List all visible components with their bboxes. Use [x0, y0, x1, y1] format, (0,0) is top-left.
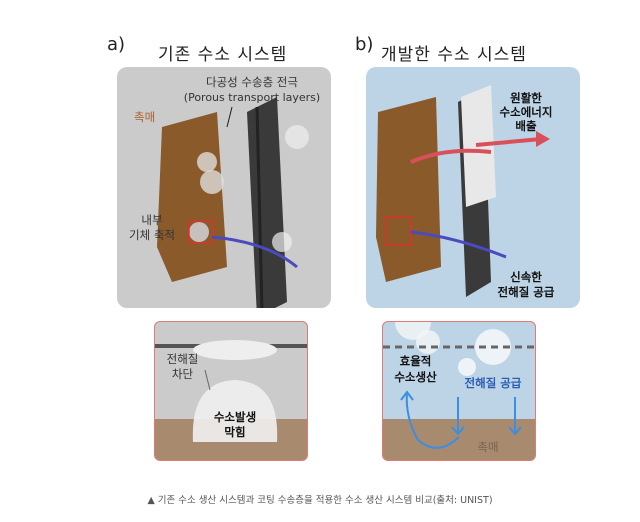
gas-label-2: 기체 축적 [129, 228, 175, 242]
trapped-gas-bubble [189, 222, 209, 242]
detail-b: 효율적 수소생산 전해질 공급 촉매 [382, 321, 536, 461]
block-label-1: 전해질 [166, 352, 199, 366]
block-label-2: 차단 [171, 367, 194, 381]
zoom-box [385, 216, 412, 246]
panel-a-letter: a) [107, 34, 126, 55]
zoom-box [188, 220, 214, 244]
panel-b-title: 개발한 수소 시스템 [381, 45, 527, 65]
catalyst-label: 촉매 [134, 110, 156, 124]
catalyst-label: 촉매 [477, 440, 499, 454]
supply-label: 전해질 공급 [464, 376, 522, 390]
bubble-label-1: 수소발생 [213, 410, 257, 424]
hydrogen-bubble [192, 380, 278, 442]
panel-b-illustration: 원활한 수소에너지 배출 신속한 전해질 공급 [366, 67, 580, 308]
catalyst-layer [376, 97, 441, 282]
release-arrow [475, 137, 542, 147]
supply-label-2: 전해질 공급 [497, 285, 555, 299]
panel-a-drawing [157, 97, 309, 308]
efficiency-label-2: 수소생산 [394, 370, 437, 384]
gas-label-1: 내부 [141, 213, 163, 227]
pte-label: 다공성 수송층 전극 [206, 75, 298, 89]
panel-a-title: 기존 수소 시스템 [158, 45, 288, 65]
bubble-label-2: 막힘 [224, 425, 246, 439]
panel-b-drawing [376, 85, 550, 297]
release-label-3: 배출 [515, 119, 537, 133]
production-arrow [405, 391, 460, 449]
pte-electrode [247, 97, 287, 308]
release-label-1: 원활한 [510, 91, 542, 105]
supply-label-1: 신속한 [510, 270, 542, 284]
figure-caption: ▲ 기존 수소 생산 시스템과 코팅 수송층을 적용한 수소 생산 시스템 비교… [147, 495, 493, 506]
release-label-2: 수소에너지 [499, 105, 553, 119]
supply-arrow [410, 230, 507, 259]
efficiency-label-1: 효율적 [399, 354, 432, 368]
panel-b-letter: b) [355, 34, 374, 55]
catalyst-layer [157, 112, 227, 282]
panel-a-illustration: 다공성 수송층 전극 (Porous transport layers) 촉매 … [117, 67, 331, 308]
pte-label-en: (Porous transport layers) [183, 91, 321, 104]
detail-a: 전해질 차단 수소발생 막힘 [154, 321, 308, 461]
